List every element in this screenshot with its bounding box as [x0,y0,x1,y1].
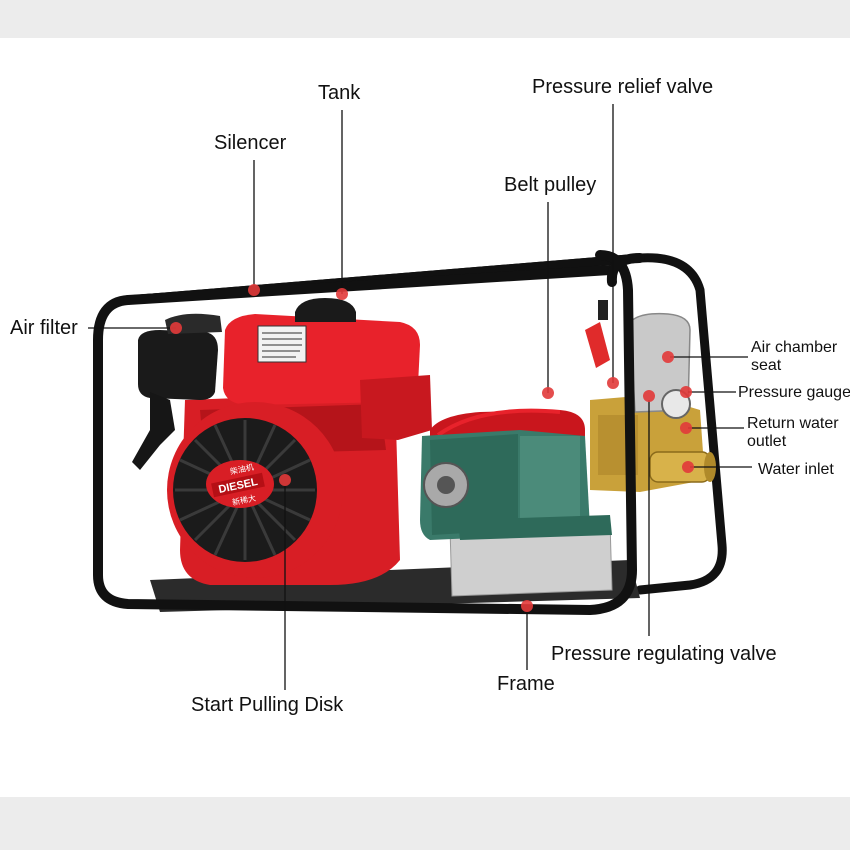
label-frame: Frame [497,673,555,695]
engine-plate-line2: 新稀大 [231,493,257,508]
label-start-pulling-disk: Start Pulling Disk [191,694,344,716]
label-air-chamber-seat-line1: Air chamber [751,339,838,356]
label-silencer: Silencer [214,132,287,154]
label-belt-pulley: Belt pulley [504,174,597,196]
label-water-inlet: Water inlet [758,461,834,478]
label-pressure-gauge: Pressure gauge [738,384,850,401]
top-margin-band [0,0,850,38]
label-tank: Tank [318,82,361,104]
label-pressure-relief-valve: Pressure relief valve [532,76,714,98]
leader-lines [88,104,752,690]
engine-plate-line1: 柴油机 [229,462,255,477]
callout-markers [170,284,694,612]
label-air-filter: Air filter [10,317,78,339]
label-pressure-regulating-valve: Pressure regulating valve [551,643,777,665]
diesel-engine [132,298,432,585]
plunger-pump [420,430,612,540]
label-return-water-outlet-line1: Return water [747,415,839,432]
label-air-chamber-seat-line2: seat [751,357,782,374]
label-return-water-outlet-line2: outlet [747,433,787,450]
bottom-margin-band [0,797,850,850]
frame-front [93,250,645,615]
